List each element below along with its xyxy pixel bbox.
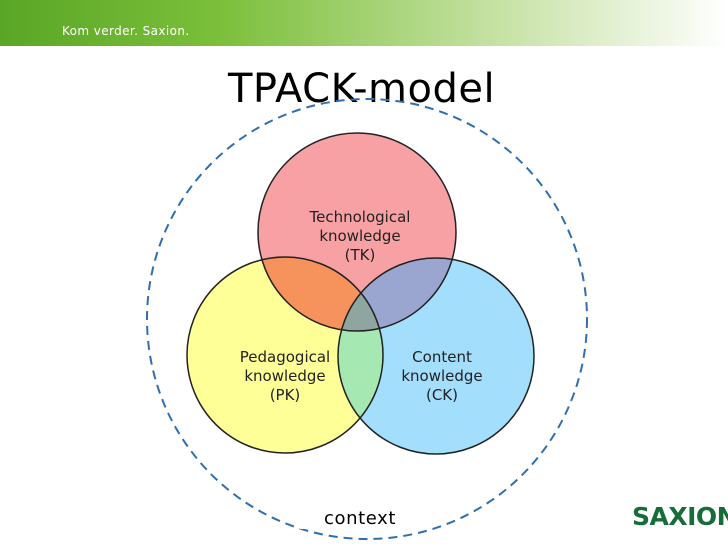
header-band [0,0,728,46]
pk-outline [186,256,384,454]
tk-outline [257,132,457,332]
tk-label: Technological knowledge (TK) [309,208,411,264]
context-label: context [300,508,420,529]
slide-title: TPACK-model [228,66,496,112]
saxion-logo: SAXION [630,500,728,536]
ck-label: Content knowledge (CK) [401,348,483,404]
ck-outline [337,257,535,455]
header-bar: Kom verder. Saxion. [0,0,728,46]
tk-pk-overlap [258,257,383,331]
pk-label: Pedagogical knowledge (PK) [239,348,331,404]
header-tagline: Kom verder. Saxion. [62,24,190,38]
tk-ck-overlap [338,258,456,331]
header-gradient [0,0,728,46]
saxion-logo-text: SAXION [632,502,728,531]
context-boundary [146,98,588,540]
